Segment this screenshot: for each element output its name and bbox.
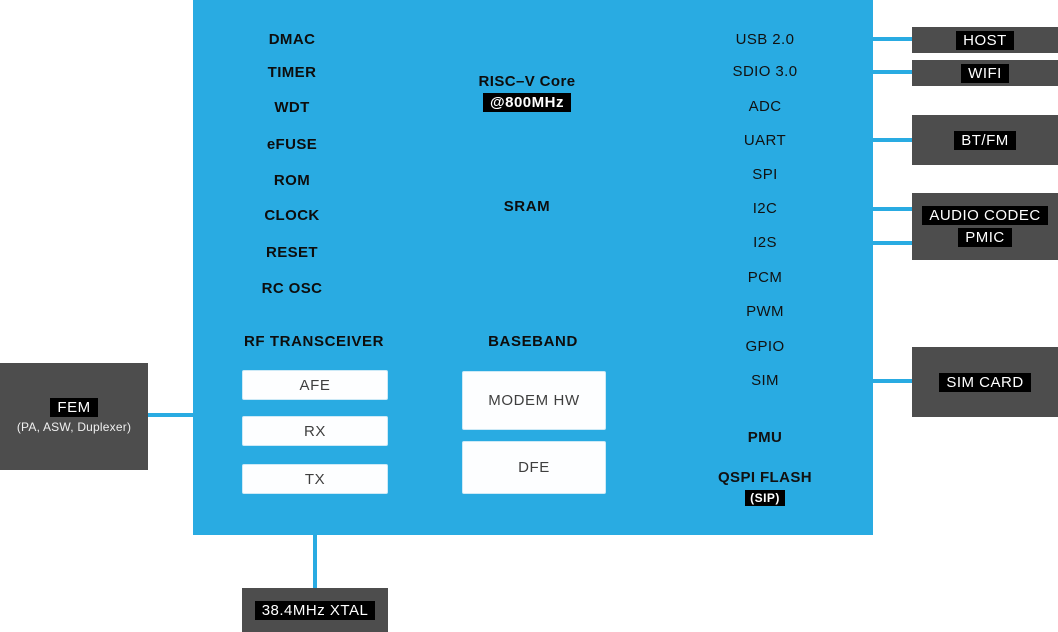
riscv-core-freq-label: @800MHz: [483, 93, 571, 112]
peripheral-label-reset: RESET: [265, 244, 318, 261]
interface-label-pcm: PCM: [747, 269, 783, 286]
baseband-title: BASEBAND: [488, 333, 578, 350]
fem-label: FEM: [50, 398, 98, 417]
peripheral-label-rcosc: RC OSC: [261, 280, 323, 297]
interface-label-sim: SIM: [751, 372, 779, 389]
bt-fm-label: BT/FM: [954, 130, 1016, 150]
qspi-flash-sip-label: (SIP): [745, 490, 785, 506]
xtal-box: 38.4MHz XTAL: [242, 588, 388, 632]
host-box: HOST: [912, 27, 1058, 53]
host-label: HOST: [956, 30, 1014, 50]
dfe-block: DFE: [462, 441, 606, 494]
sram-label: SRAM: [503, 198, 551, 215]
connector-soc-xtal: [313, 535, 317, 588]
qspi-flash-label: QSPI FLASH (SIP): [705, 468, 825, 508]
interface-label-usb: USB 2.0: [735, 31, 795, 48]
fem-sublabel: (PA, ASW, Duplexer): [16, 420, 132, 434]
interface-label-i2c: I2C: [752, 200, 778, 217]
interface-label-i2s: I2S: [753, 234, 777, 251]
interface-label-sdio: SDIO 3.0: [732, 63, 798, 80]
rx-block: RX: [242, 416, 388, 446]
connector-i2c-audio: [858, 207, 912, 211]
interface-label-pwm: PWM: [746, 303, 784, 320]
wifi-box: WIFI: [912, 60, 1058, 86]
qspi-flash-line1: QSPI FLASH: [717, 469, 812, 486]
connector-usb-host: [858, 37, 912, 41]
connector-fem-soc: [146, 413, 195, 417]
peripheral-label-rom: ROM: [273, 172, 311, 189]
bt-fm-box: BT/FM: [912, 115, 1058, 165]
peripheral-label-dmac: DMAC: [268, 31, 316, 48]
interface-label-gpio: GPIO: [745, 338, 785, 355]
xtal-label: 38.4MHz XTAL: [254, 600, 376, 620]
connector-i2s-audio: [858, 241, 912, 245]
sim-card-box: SIM CARD: [912, 347, 1058, 417]
connector-sdio-wifi: [858, 70, 912, 74]
riscv-core-line1: RISC–V Core: [478, 73, 576, 90]
wifi-label: WIFI: [961, 63, 1009, 83]
audio-codec-label: AUDIO CODEC: [922, 206, 1048, 225]
connector-uart-btfm: [858, 138, 912, 142]
afe-block: AFE: [242, 370, 388, 400]
interface-label-adc: ADC: [748, 98, 782, 115]
interface-label-spi: SPI: [752, 166, 778, 183]
rf-transceiver-title: RF TRANSCEIVER: [243, 333, 385, 350]
pmu-label: PMU: [747, 429, 783, 446]
peripheral-label-wdt: WDT: [274, 99, 310, 116]
fem-box: FEM (PA, ASW, Duplexer): [0, 363, 148, 470]
audio-codec-pmic-box: AUDIO CODEC PMIC: [912, 193, 1058, 260]
connector-sim-simcard: [858, 379, 912, 383]
riscv-core-label: RISC–V Core @800MHz: [447, 71, 607, 113]
pmic-label: PMIC: [958, 228, 1012, 247]
peripheral-label-efuse: eFUSE: [266, 136, 318, 153]
sim-card-label: SIM CARD: [939, 372, 1031, 392]
peripheral-label-clock: CLOCK: [264, 207, 320, 224]
modem-hw-block: MODEM HW: [462, 371, 606, 430]
peripheral-label-timer: TIMER: [267, 64, 317, 81]
tx-block: TX: [242, 464, 388, 494]
interface-label-uart: UART: [743, 132, 787, 149]
